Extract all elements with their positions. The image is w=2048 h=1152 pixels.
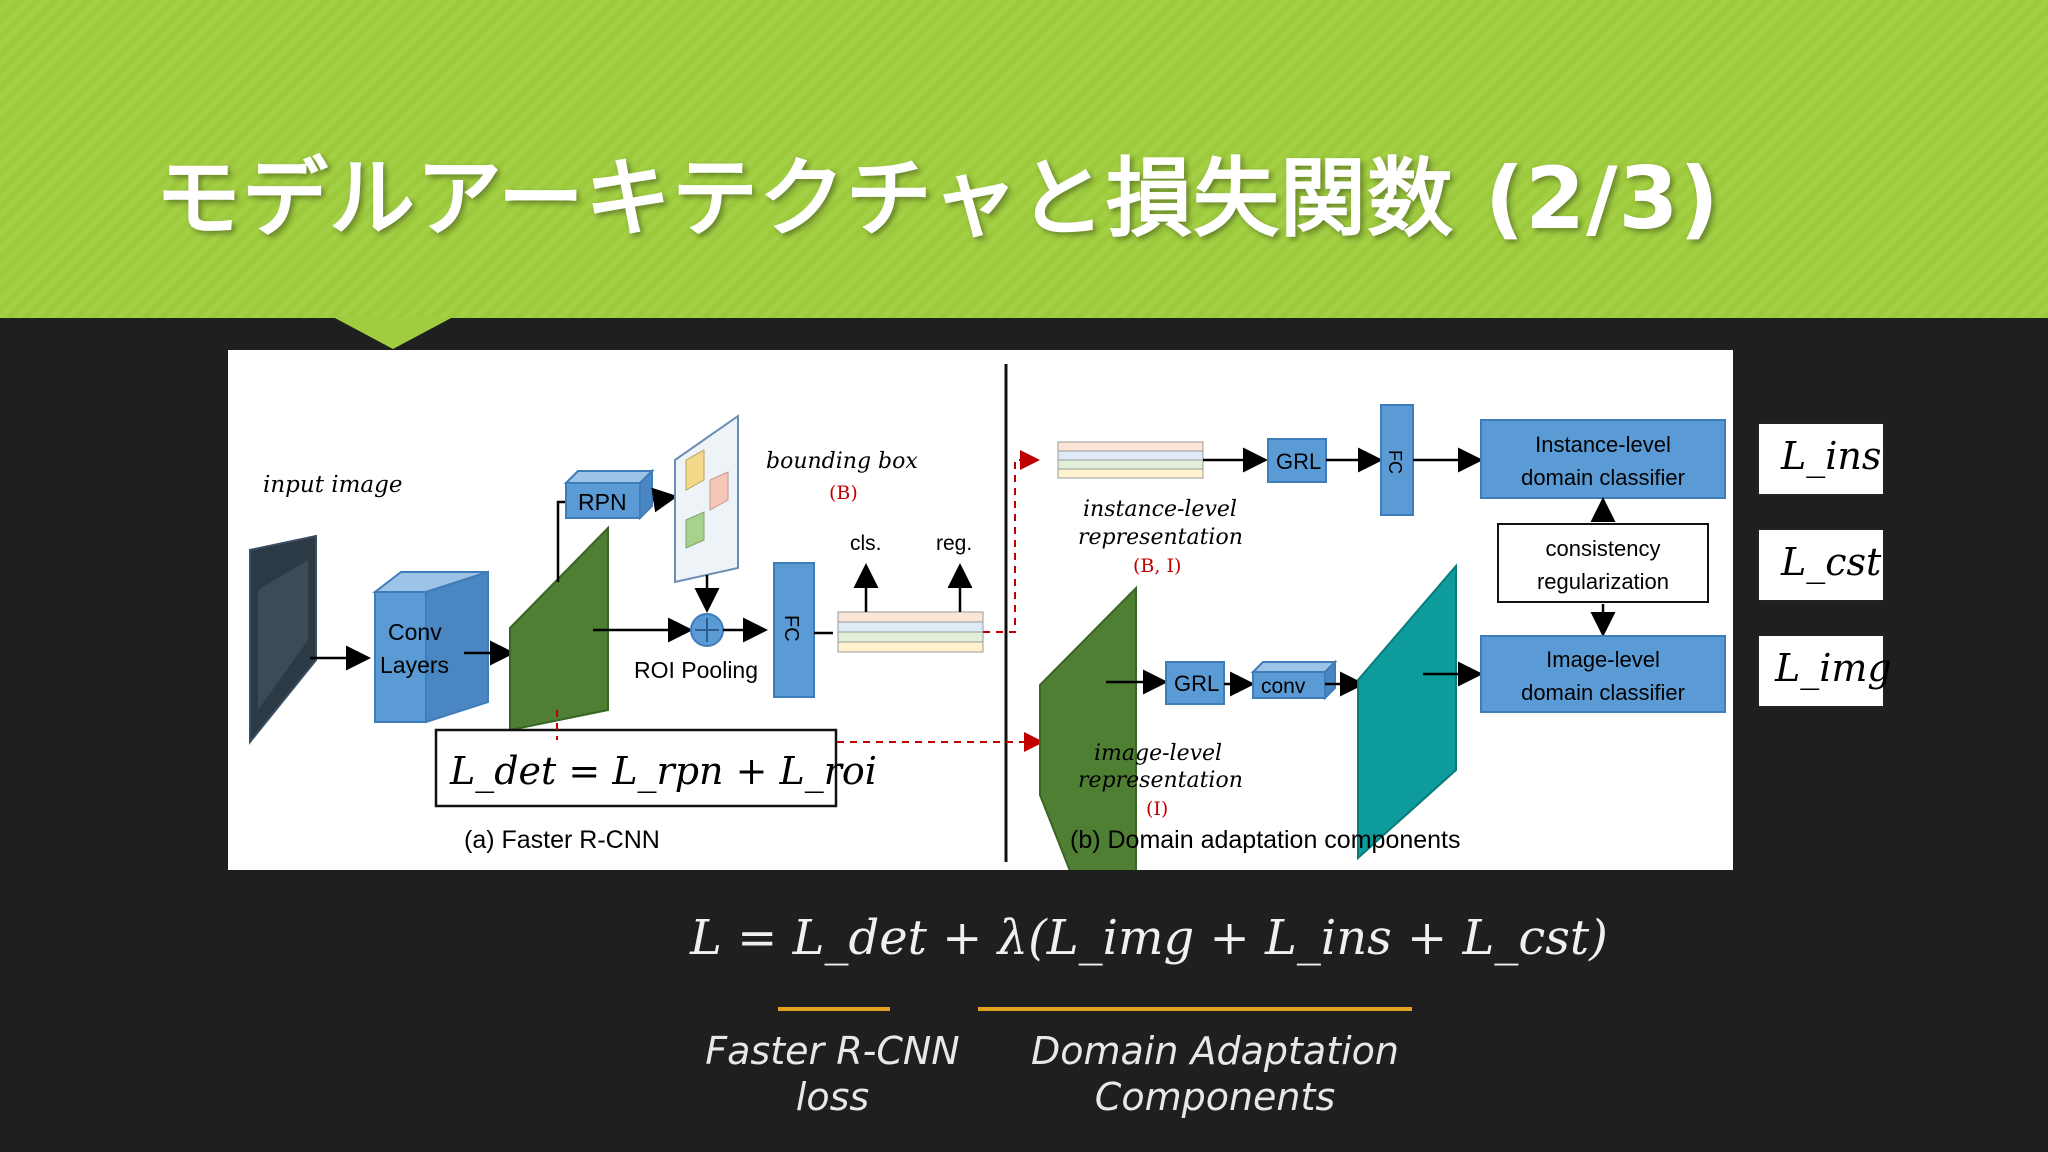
instance-vector: [1057, 468, 1204, 479]
inst-rep-1: instance-level: [1083, 497, 1237, 522]
inst-cls-2: domain classifier: [1521, 465, 1685, 490]
bbox-tag: (B): [829, 482, 858, 504]
det-loss-formula: L_det = L_rpn + L_roi: [449, 749, 877, 794]
fc-label: FC: [780, 615, 802, 642]
conv-label-2: Layers: [380, 652, 449, 678]
rpn-label: RPN: [578, 489, 627, 515]
grl-bottom-box: [1165, 661, 1225, 705]
feature-vector: [837, 641, 984, 653]
domain-underline: [978, 1007, 1412, 1011]
roi-pooling-label: ROI Pooling: [634, 657, 758, 683]
feature-map: [509, 525, 609, 732]
bounding-box-plane: [674, 414, 739, 584]
architecture-diagram: input image Conv Layers RPN bounding box…: [228, 350, 1733, 870]
slide-header: [0, 0, 2048, 318]
loss-img-box: L_img: [1757, 634, 1892, 708]
caption-b: (b) Domain adaptation components: [1070, 826, 1461, 854]
consist-2: regularization: [1537, 569, 1669, 594]
faster-caption: Faster R-CNN loss: [700, 1028, 965, 1120]
grl-top-box: [1267, 438, 1327, 483]
grl-bottom-label: GRL: [1174, 671, 1219, 696]
fc2-label: FC: [1385, 450, 1405, 474]
conv-label-1: Conv: [388, 619, 442, 645]
img-rep-1: image-level: [1094, 741, 1222, 766]
loss-img-label: L_img: [1775, 646, 1892, 690]
consistency-box: [1497, 523, 1709, 603]
domain-caption: Domain Adaptation Components: [1010, 1028, 1420, 1120]
image-classifier-box: [1480, 635, 1726, 713]
input-image-label: input image: [263, 472, 402, 498]
image-level-feature: [1039, 585, 1137, 870]
inst-rep-tag: (B, I): [1133, 555, 1181, 577]
img-rep-tag: (I): [1146, 798, 1168, 820]
conv2-label: conv: [1261, 675, 1306, 698]
consist-1: consistency: [1546, 536, 1661, 561]
det-loss-box: [434, 728, 838, 808]
loss-cst-label: L_cst: [1781, 540, 1882, 584]
slide-title: モデルアーキテクチャと損失関数 (2/3): [155, 149, 1720, 249]
reg-label: reg.: [936, 532, 972, 555]
domain-caption-1: Domain Adaptation: [1030, 1029, 1400, 1073]
faster-caption-1: Faster R-CNN: [705, 1029, 960, 1073]
img-cls-2: domain classifier: [1521, 680, 1685, 705]
loss-ins-box: L_ins: [1757, 422, 1885, 496]
fc2-box: [1380, 404, 1414, 516]
teal-feature-map: [1357, 563, 1457, 861]
faster-caption-2: loss: [795, 1075, 870, 1119]
loss-ins-label: L_ins: [1781, 434, 1882, 478]
inst-cls-1: Instance-level: [1535, 432, 1671, 457]
fc-box: [773, 562, 815, 698]
cls-label: cls.: [850, 532, 882, 555]
img-cls-1: Image-level: [1546, 647, 1660, 672]
domain-caption-2: Components: [1094, 1075, 1336, 1119]
grl-top-label: GRL: [1276, 449, 1321, 474]
caption-a: (a) Faster R-CNN: [464, 826, 660, 854]
inst-rep-2: representation: [1078, 525, 1243, 550]
faster-underline: [778, 1007, 890, 1011]
loss-cst-box: L_cst: [1757, 528, 1885, 602]
total-loss-text: L = L_det + λ(L_img + L_ins + L_cst): [690, 910, 1608, 966]
total-loss-formula: L = L_det + λ(L_img + L_ins + L_cst): [690, 910, 1608, 990]
instance-classifier-box: [1480, 419, 1726, 499]
img-rep-2: representation: [1078, 768, 1243, 793]
header-notch: [333, 317, 453, 349]
bbox-label: bounding box: [766, 449, 918, 474]
diagram-canvas: input image Conv Layers RPN bounding box…: [249, 364, 1726, 870]
